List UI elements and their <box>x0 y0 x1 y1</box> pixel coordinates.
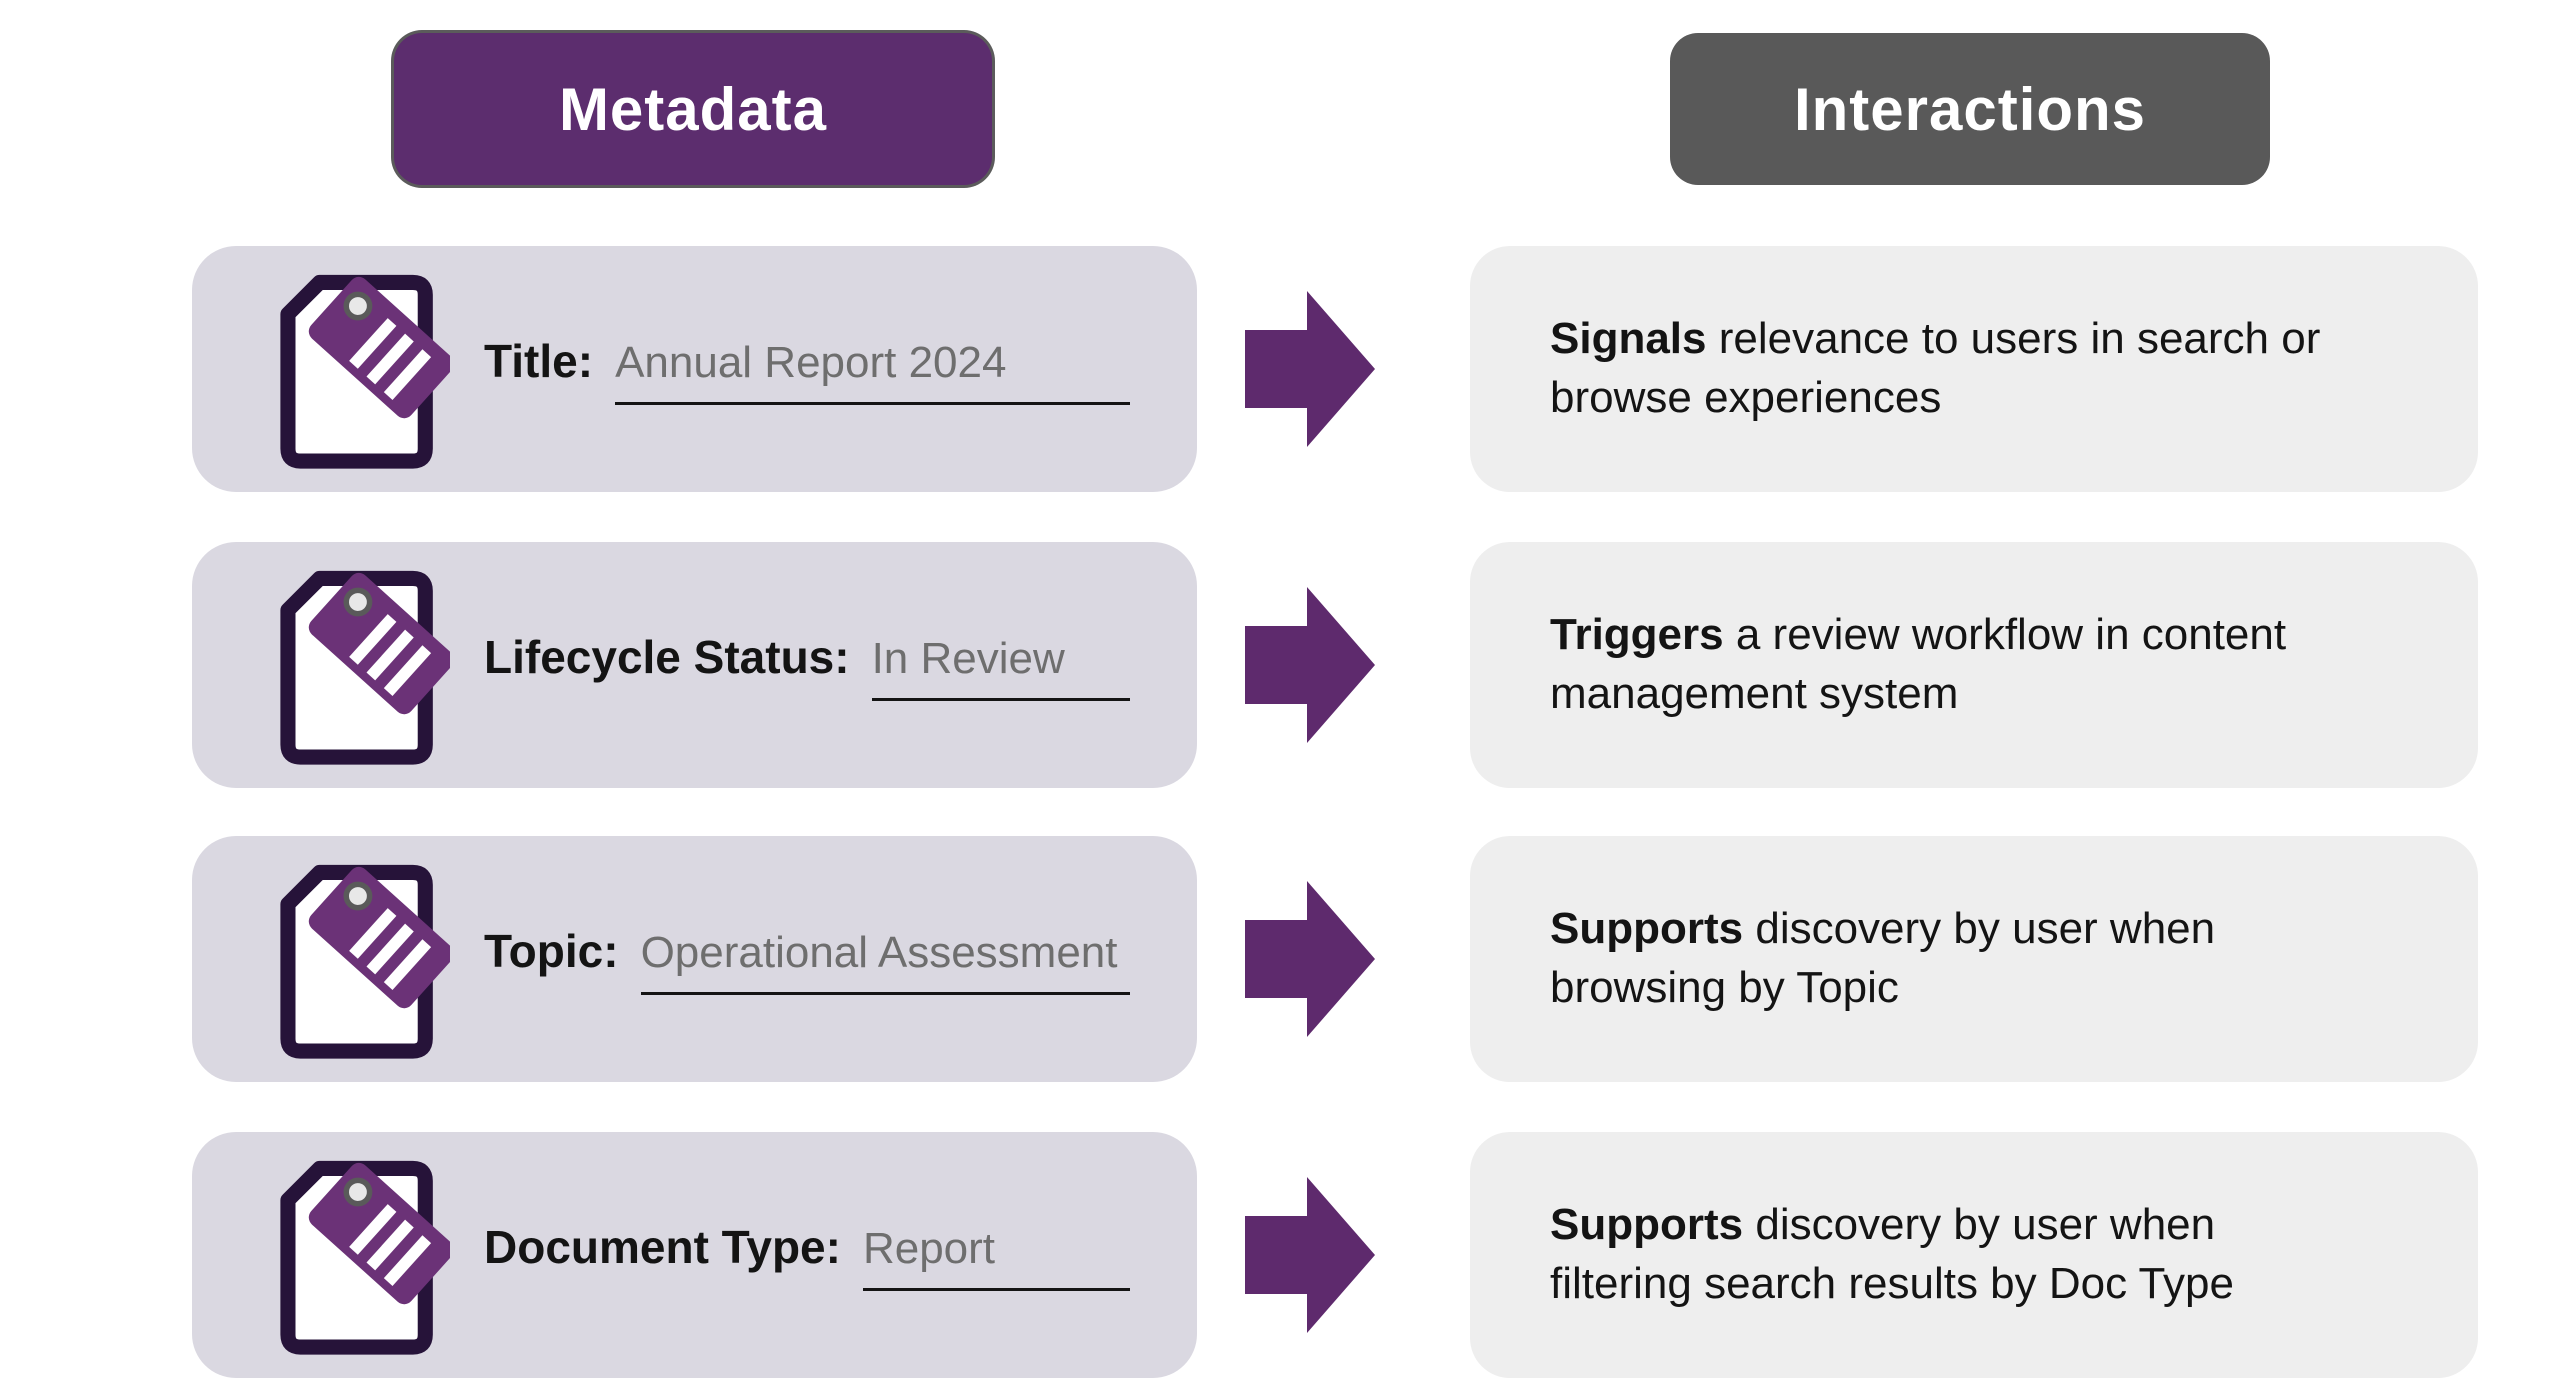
interaction-desc-line2: browse experiences <box>1550 373 1942 422</box>
metadata-header-pill: Metadata <box>394 33 992 185</box>
metadata-field: Title: Annual Report 2024 <box>484 334 1130 405</box>
field-value-title: Annual Report 2024 <box>615 338 1130 405</box>
interaction-desc-line2: browsing by Topic <box>1550 963 1899 1012</box>
document-with-tag-icon <box>244 562 450 768</box>
interaction-lead: Supports <box>1550 1200 1744 1250</box>
field-label-title: Title: <box>484 334 594 387</box>
interaction-card-title: Signals relevance to users in search or … <box>1470 246 2478 492</box>
interaction-desc-line1: relevance to users in search or <box>1718 314 2321 364</box>
interaction-text: Supports discovery by user when browsing… <box>1550 900 2215 1018</box>
interaction-desc-line1: discovery by user when <box>1755 1200 2216 1250</box>
field-label-lifecycle-status: Lifecycle Status: <box>484 630 850 683</box>
diagram-row: Title: Annual Report 2024 Signals releva… <box>0 246 2560 492</box>
interaction-card-lifecycle-status: Triggers a review workflow in content ma… <box>1470 542 2478 788</box>
metadata-card-document-type: Document Type: Report <box>192 1132 1197 1378</box>
diagram-row: Document Type: Report Supports discovery… <box>0 1132 2560 1378</box>
diagram-row: Lifecycle Status: In Review Triggers a r… <box>0 542 2560 788</box>
metadata-field: Topic: Operational Assessment <box>484 924 1130 995</box>
field-label-topic: Topic: <box>484 924 619 977</box>
interactions-header-pill: Interactions <box>1670 33 2270 185</box>
metadata-card-title: Title: Annual Report 2024 <box>192 246 1197 492</box>
interaction-lead: Supports <box>1550 904 1744 954</box>
interaction-lead: Signals <box>1550 314 1707 364</box>
right-arrow-icon <box>1245 881 1375 1037</box>
interaction-text: Triggers a review workflow in content ma… <box>1550 606 2286 724</box>
document-with-tag-icon <box>244 266 450 472</box>
interactions-header-label: Interactions <box>1793 75 2147 143</box>
interaction-desc-line1: a review workflow in content <box>1735 610 2287 660</box>
metadata-card-topic: Topic: Operational Assessment <box>192 836 1197 1082</box>
metadata-card-lifecycle-status: Lifecycle Status: In Review <box>192 542 1197 788</box>
field-label-document-type: Document Type: <box>484 1220 841 1273</box>
document-with-tag-icon <box>244 1152 450 1358</box>
right-arrow-icon <box>1245 291 1375 447</box>
field-value-topic: Operational Assessment <box>640 928 1130 995</box>
interaction-text: Signals relevance to users in search or … <box>1550 310 2320 428</box>
right-arrow-icon <box>1245 587 1375 743</box>
diagram-row: Topic: Operational Assessment Supports d… <box>0 836 2560 1082</box>
metadata-field: Lifecycle Status: In Review <box>484 630 1130 701</box>
interaction-desc-line1: discovery by user when <box>1755 904 2216 954</box>
interaction-desc-line2: filtering search results by Doc Type <box>1550 1259 2234 1308</box>
interaction-text: Supports discovery by user when filterin… <box>1550 1196 2234 1314</box>
right-arrow-icon <box>1245 1177 1375 1333</box>
interaction-desc-line2: management system <box>1550 669 1959 718</box>
interaction-card-topic: Supports discovery by user when browsing… <box>1470 836 2478 1082</box>
field-value-document-type: Report <box>862 1224 1130 1291</box>
interaction-card-document-type: Supports discovery by user when filterin… <box>1470 1132 2478 1378</box>
field-value-lifecycle-status: In Review <box>871 634 1130 701</box>
interaction-lead: Triggers <box>1550 610 1724 660</box>
metadata-header-label: Metadata <box>558 75 828 143</box>
document-with-tag-icon <box>244 856 450 1062</box>
metadata-field: Document Type: Report <box>484 1220 1130 1291</box>
